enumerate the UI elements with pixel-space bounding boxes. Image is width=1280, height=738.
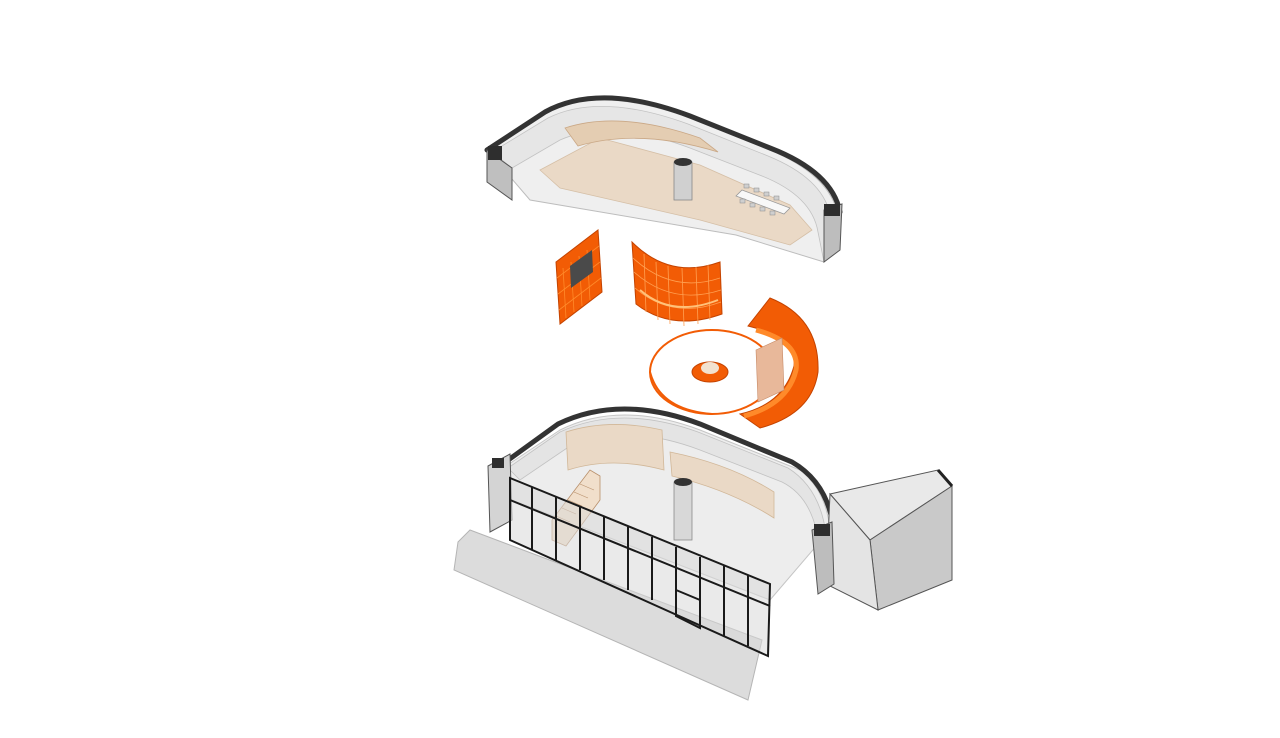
sofa-back-screen (755, 337, 785, 403)
bookshelf-glow-strip (639, 289, 719, 309)
coffee-table-top (701, 362, 719, 374)
conference-table-icon (735, 183, 791, 216)
round-rug (649, 329, 775, 415)
tv-screen (570, 250, 593, 288)
ground-floor-level (453, 406, 954, 701)
street-pavement (453, 529, 763, 701)
right-annex (825, 469, 954, 611)
upper-right-end-cap (824, 204, 840, 216)
upper-floor-level (484, 95, 843, 263)
ground-left-wall-cap (492, 458, 504, 468)
tv-shelf-panel (555, 229, 603, 325)
ground-column-top (674, 478, 692, 486)
ground-right-wall-cap (814, 524, 830, 536)
entrance-door (675, 588, 701, 630)
upper-left-end-cap (488, 146, 502, 160)
upper-curved-wall-top (484, 95, 843, 215)
upper-column-top (674, 158, 692, 166)
upper-wood-bench (564, 120, 719, 153)
glass-facade (509, 476, 772, 658)
curved-sofa (738, 297, 819, 429)
curved-bookshelf (631, 240, 723, 327)
ground-wood-panel-right (669, 451, 775, 519)
upper-column (673, 161, 693, 201)
upper-left-end-block (486, 149, 513, 201)
ground-column (673, 481, 693, 541)
ground-curved-wall-top (497, 406, 837, 537)
furniture-layer (555, 229, 819, 429)
ground-wood-panel-left (565, 424, 665, 471)
rug-lead-line (649, 371, 713, 415)
